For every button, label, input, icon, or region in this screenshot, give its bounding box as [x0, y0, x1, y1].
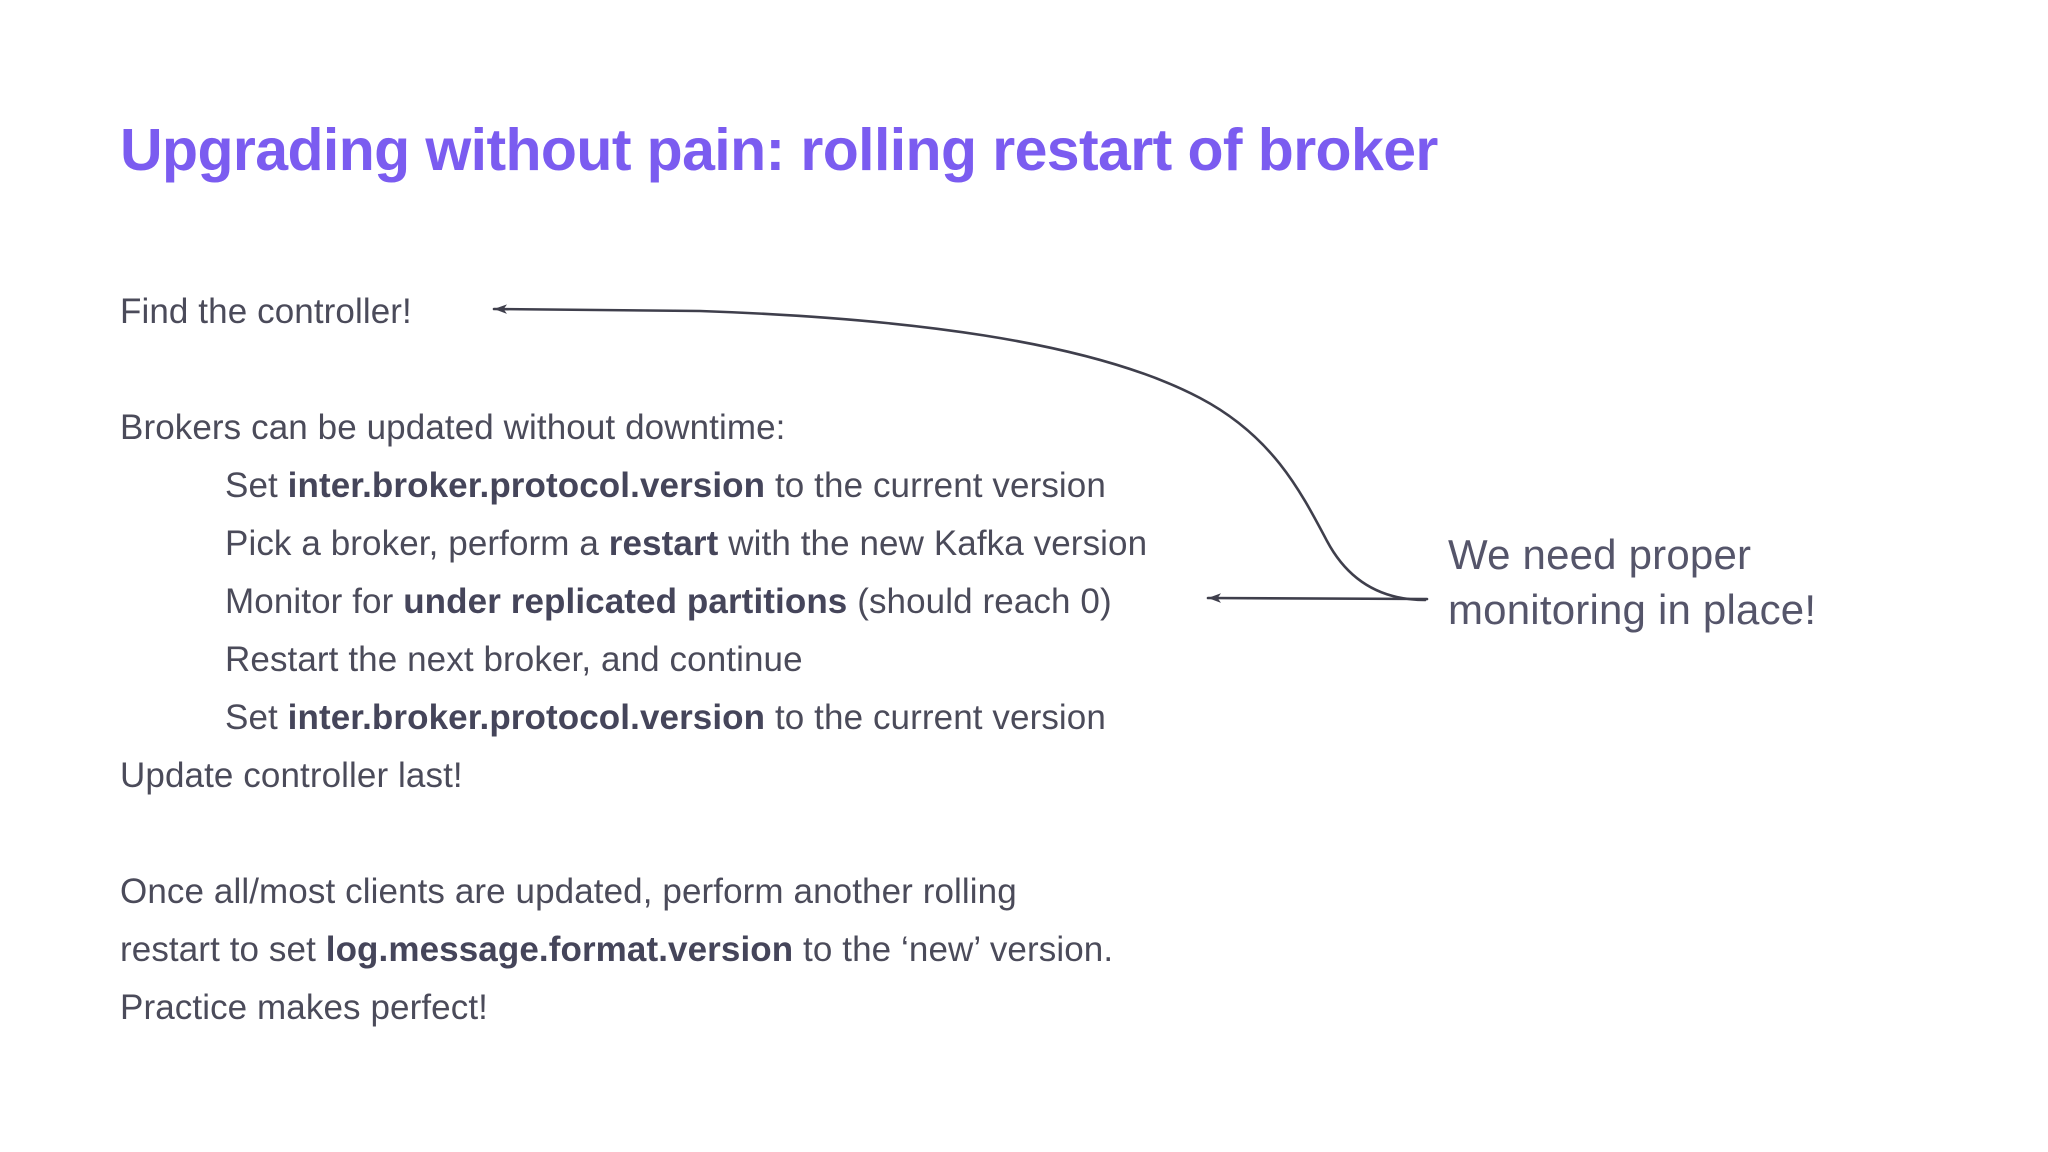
- body-text: restart to set: [120, 930, 326, 969]
- body-text-block: Find the controller! Brokers can be updat…: [120, 283, 1380, 1037]
- body-emphasis: inter.broker.protocol.version: [287, 466, 766, 505]
- body-line-set-inter-broker-protocol-version-1: Set inter.broker.protocol.version to the…: [120, 457, 1380, 515]
- body-line-set-inter-broker-protocol-version-2: Set inter.broker.protocol.version to the…: [120, 689, 1380, 747]
- body-text: to the current version: [765, 466, 1106, 505]
- body-emphasis: inter.broker.protocol.version: [287, 698, 766, 737]
- body-text: to the current version: [765, 698, 1106, 737]
- body-line-practice-makes-perfect: Practice makes perfect!: [120, 979, 1380, 1037]
- body-line-find-the-controller: Find the controller!: [120, 283, 1380, 341]
- body-text: Monitor for: [225, 582, 404, 621]
- body-text: Practice makes perfect!: [120, 988, 488, 1027]
- body-text: Brokers can be updated without downtime:: [120, 408, 786, 447]
- body-line-spacer: [120, 341, 1380, 399]
- body-text: Restart the next broker, and continue: [225, 640, 803, 679]
- body-text: Set: [225, 466, 288, 505]
- body-line-restart-next-broker: Restart the next broker, and continue: [120, 631, 1380, 689]
- body-text: Update controller last!: [120, 756, 463, 795]
- body-text: Once all/most clients are updated, perfo…: [120, 872, 1017, 911]
- body-text: with the new Kafka version: [718, 524, 1148, 563]
- callout-line-2: monitoring in place!: [1448, 586, 1817, 633]
- body-text: Set: [225, 698, 288, 737]
- body-line-restart-to-set-log-message-format-version: restart to set log.message.format.versio…: [120, 921, 1380, 979]
- body-text: Pick a broker, perform a: [225, 524, 609, 563]
- body-line-monitor-under-replicated-partitions: Monitor for under replicated partitions …: [120, 573, 1380, 631]
- body-line-once-all-most-clients-updated: Once all/most clients are updated, perfo…: [120, 863, 1380, 921]
- body-emphasis: under replicated partitions: [403, 582, 848, 621]
- body-text: to the ‘new’ version.: [793, 930, 1114, 969]
- body-text: Find the controller!: [120, 292, 412, 331]
- callout-line-1: We need proper: [1448, 531, 1752, 578]
- body-line-update-controller-last: Update controller last!: [120, 747, 1380, 805]
- body-emphasis: log.message.format.version: [325, 930, 794, 969]
- body-line-spacer: [120, 805, 1380, 863]
- body-line-pick-a-broker-restart: Pick a broker, perform a restart with th…: [120, 515, 1380, 573]
- body-text: (should reach 0): [847, 582, 1112, 621]
- body-emphasis: restart: [608, 524, 719, 563]
- body-line-brokers-updated-no-downtime: Brokers can be updated without downtime:: [120, 399, 1380, 457]
- page-title: Upgrading without pain: rolling restart …: [120, 117, 1438, 183]
- callout-annotation: We need proper monitoring in place!: [1448, 527, 1968, 637]
